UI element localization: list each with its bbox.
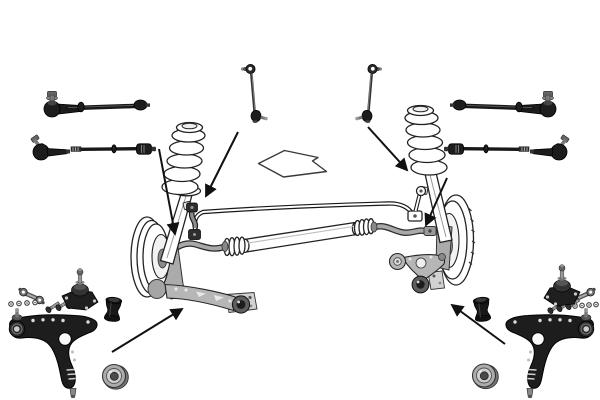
round-bushing-right[interactable] [471, 363, 499, 390]
brake-disc-left [130, 216, 188, 300]
ball-joint-kit-left[interactable] [8, 267, 99, 315]
ball-joint-kit-right[interactable] [543, 263, 599, 316]
control-arm-right-installed [388, 252, 446, 294]
washer-set-left[interactable] [8, 299, 38, 307]
coil-spring-strut-right [404, 104, 453, 244]
tie-rod-end-right[interactable] [528, 132, 572, 162]
control-arm-left-installed [147, 279, 258, 314]
arrow-tie-rod-left [158, 148, 180, 236]
control-arm-bushing-left[interactable] [103, 295, 123, 323]
arrow-stab-link-right [367, 126, 409, 172]
ball-joint-right[interactable] [543, 263, 581, 307]
coil-spring-right [404, 104, 448, 176]
arrow-control-arm-left [111, 307, 184, 353]
steering-bellows-right [353, 218, 375, 237]
control-arm-bushing-right[interactable] [472, 295, 492, 323]
stabilizer-link-right-installed [413, 185, 427, 212]
round-bushing-left[interactable] [101, 363, 129, 390]
tie-rod-assembly-left[interactable] [44, 92, 150, 118]
stabilizer-link-right[interactable] [353, 62, 384, 125]
arrow-control-arm-right [450, 303, 506, 345]
tie-rod-assembly-right[interactable] [450, 92, 556, 118]
arrow-tie-rod-right [424, 177, 448, 227]
stabilizer-link-left[interactable] [239, 62, 270, 125]
pointer-arrows [111, 126, 506, 353]
tie-rod-end-left[interactable] [28, 132, 72, 162]
inner-tie-rod-right[interactable] [442, 142, 531, 156]
stabilizer-link-left-installed [186, 202, 201, 240]
direction-arrow [257, 149, 328, 178]
coupling-link-left[interactable] [18, 285, 45, 308]
anti-roll-bar [192, 201, 423, 233]
steering-rack-with-bellows [168, 218, 437, 257]
coil-spring-left [161, 121, 206, 196]
inner-tie-rod-left[interactable] [69, 142, 158, 156]
control-arm-right[interactable] [505, 307, 595, 399]
control-arm-left[interactable] [8, 307, 98, 399]
tie-rod-right-installed [370, 221, 437, 237]
arrow-stab-link-left [205, 131, 239, 198]
disc-vent-marks [468, 207, 476, 265]
ball-joint-left[interactable] [61, 267, 99, 311]
